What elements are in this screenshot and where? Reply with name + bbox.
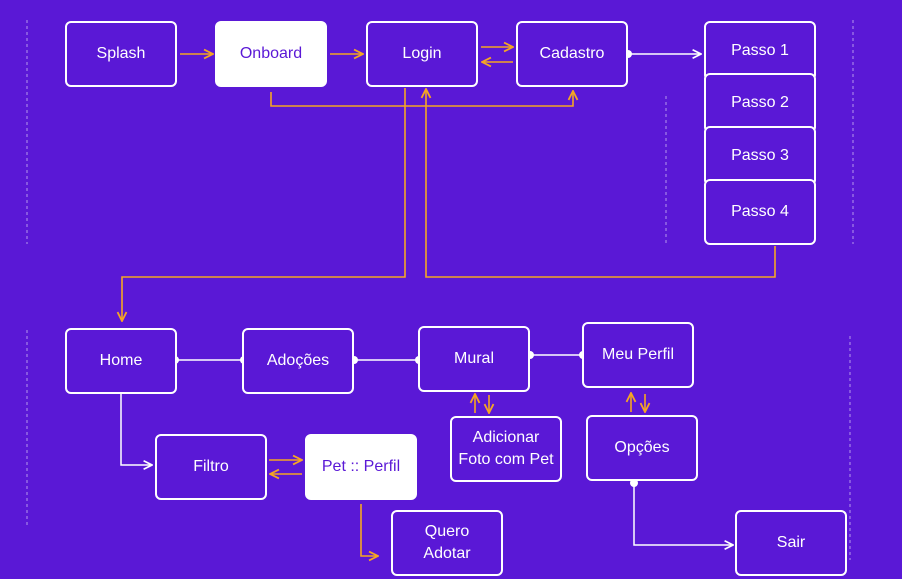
node-quero-adotar-label: Quero Adotar <box>423 523 471 562</box>
node-onboard-label: Onboard <box>239 45 303 62</box>
node-passo-2[interactable]: Passo 2 <box>704 73 816 133</box>
arrow-login-home <box>122 88 406 321</box>
arrow-passo4-login <box>426 89 776 278</box>
node-cadastro[interactable]: Cadastro <box>516 21 628 87</box>
node-pet-perfil[interactable]: Pet :: Perfil <box>305 434 417 500</box>
node-adicionar-foto-label: Adicionar Foto com Pet <box>458 429 554 468</box>
link-opcoes-sair <box>633 483 733 545</box>
arrow-onboard-cadastro <box>270 91 573 107</box>
node-opcoes[interactable]: Opções <box>586 415 698 481</box>
node-login[interactable]: Login <box>366 21 478 87</box>
node-pet-perfil-label: Pet :: Perfil <box>321 458 401 475</box>
node-passo-2-label: Passo 2 <box>731 94 789 111</box>
link-lines <box>120 54 733 545</box>
node-sair-label: Sair <box>776 534 806 551</box>
node-mural-label: Mural <box>453 350 494 367</box>
node-meu-perfil[interactable]: Meu Perfil <box>582 322 694 388</box>
node-onboard[interactable]: Onboard <box>215 21 327 87</box>
node-quero-adotar[interactable]: Quero Adotar <box>391 510 503 576</box>
node-passo-1-label: Passo 1 <box>731 42 789 59</box>
node-opcoes-label: Opções <box>614 439 670 456</box>
flow-arrows <box>122 47 776 556</box>
node-passo-1[interactable]: Passo 1 <box>704 21 816 81</box>
node-filtro[interactable]: Filtro <box>155 434 267 500</box>
node-adocoes-label: Adoções <box>266 352 330 369</box>
node-splash-label: Splash <box>96 45 146 62</box>
section-guides <box>26 20 854 560</box>
node-adocoes[interactable]: Adoções <box>242 328 354 394</box>
arrow-pet-quero <box>360 504 378 556</box>
node-passo-4[interactable]: Passo 4 <box>704 179 816 245</box>
node-splash[interactable]: Splash <box>65 21 177 87</box>
node-cadastro-label: Cadastro <box>539 45 605 62</box>
node-mural[interactable]: Mural <box>418 326 530 392</box>
link-home-filtro <box>120 394 152 465</box>
node-home-label: Home <box>99 352 143 369</box>
node-home[interactable]: Home <box>65 328 177 394</box>
dot-opcoes-bottom <box>630 479 638 487</box>
node-adicionar-foto[interactable]: Adicionar Foto com Pet <box>450 416 562 482</box>
node-passo-3-label: Passo 3 <box>731 147 789 164</box>
node-passo-3[interactable]: Passo 3 <box>704 126 816 186</box>
node-login-label: Login <box>402 45 442 62</box>
node-meu-perfil-label: Meu Perfil <box>601 346 675 363</box>
node-filtro-label: Filtro <box>193 458 229 475</box>
node-sair[interactable]: Sair <box>735 510 847 576</box>
node-passo-4-label: Passo 4 <box>731 203 789 220</box>
